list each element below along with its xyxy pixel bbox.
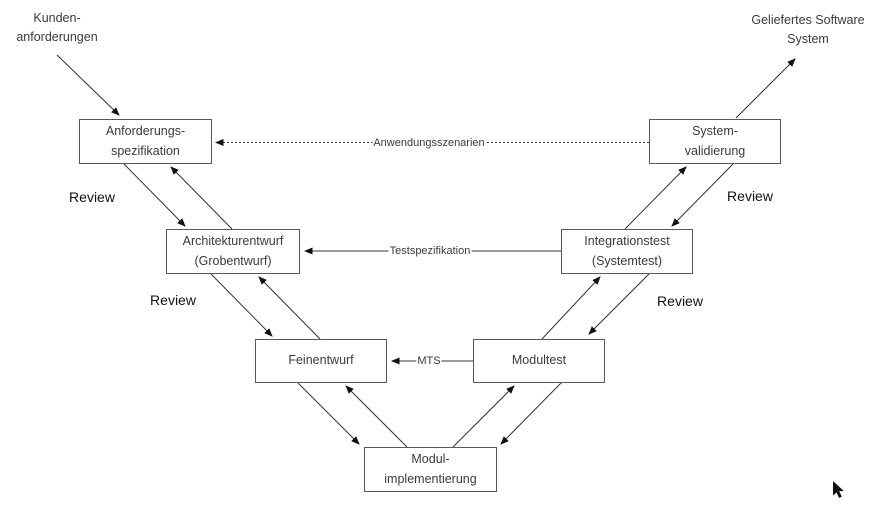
- box-modulimplementierung: Modul- implementierung: [364, 447, 497, 492]
- review-feedback-arrows-right: [500, 163, 734, 445]
- box-feinentwurf: Feinentwurf: [255, 339, 387, 383]
- test-flow-arrows: [452, 166, 687, 448]
- customer-requirements-label: Kunden- anforderungen: [16, 11, 98, 44]
- box-modultest: Modultest: [473, 339, 605, 383]
- box-anforderungsspezifikation: Anforderungs- spezifikation: [79, 119, 212, 164]
- testspezifikation-label: Testspezifikation: [388, 245, 472, 257]
- dev-flow-arrows: [123, 163, 360, 445]
- box-systemvalidierung: System- validierung: [649, 119, 781, 164]
- arrow-delivered-system-out: [735, 58, 796, 119]
- delivered-software-system-label: Geliefertes Software System: [751, 13, 865, 46]
- review-feedback-arrows-left: [170, 166, 408, 448]
- arrow-customer-requirements-in: [56, 54, 120, 116]
- review-label-right-1: Review: [727, 188, 773, 204]
- review-label-left-1: Review: [69, 189, 115, 205]
- anwendungsszenarien-label: Anwendungsszenarien: [372, 137, 486, 149]
- box-architekturentwurf: Architekturentwurf (Grobentwurf): [166, 229, 300, 274]
- box-integrationstest: Integrationstest (Systemtest): [561, 229, 693, 274]
- mts-label: MTS: [416, 355, 442, 367]
- review-label-right-2: Review: [657, 293, 703, 309]
- mouse-cursor-icon: [833, 481, 844, 498]
- review-label-left-2: Review: [150, 292, 196, 308]
